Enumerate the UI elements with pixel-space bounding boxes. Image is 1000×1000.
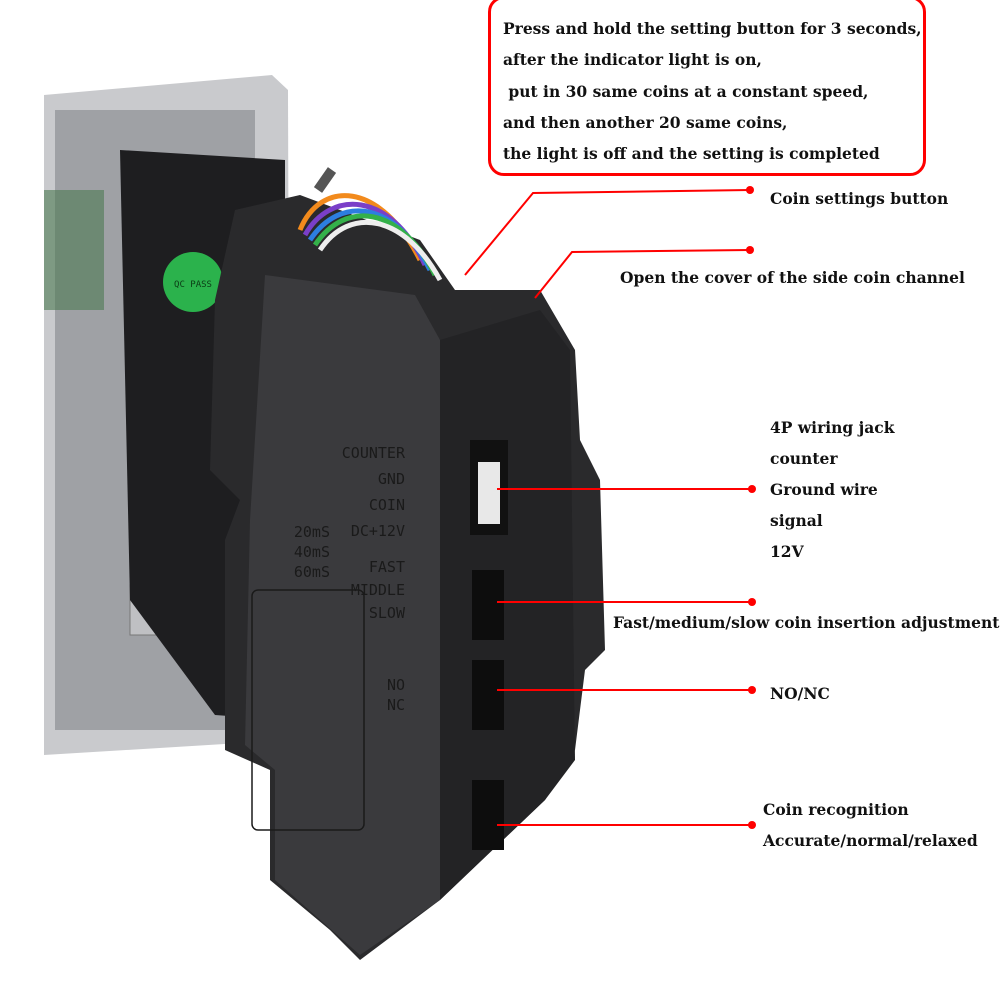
instruction-line: after the indicator light is on, [503,50,762,70]
marking-counter: COUNTER [342,444,406,462]
recognition-modes: Accurate/normal/relaxed [763,831,978,850]
label-no-nc: NO/NC [770,684,830,703]
qc-pass-text: QC PASS [174,280,212,290]
device-markings: COUNTER GND COIN DC+12V 20mS 40mS 60mS F… [251,444,406,831]
no-nc-switch [472,660,504,730]
marking-slow: SLOW [369,604,406,622]
callout-dots [746,186,756,829]
label-coin-settings-button: Coin settings button [770,189,949,208]
marking-nc: NC [387,696,405,714]
recognition-title: Coin recognition [763,800,909,819]
label-wiring: 4P wiring jack counter Ground wire signa… [770,412,894,567]
instruction-line: Press and hold the setting button for 3 … [503,19,922,38]
speed-switch [472,570,504,640]
wiring-jack-label: 4P wiring jack [770,418,895,437]
marking-coin: COIN [369,496,405,514]
line-side-cover [534,249,751,299]
marking-60ms: 60mS [294,563,330,581]
callout-lines [464,189,752,826]
bezel-green-panel [44,190,104,310]
instruction-box: Press and hold the setting button for 3 … [488,0,926,176]
marking-20ms: 20mS [294,523,330,541]
marking-no: NO [387,676,405,694]
line-settings-button [464,189,751,276]
wiring-12v-label: 12V [770,542,804,561]
label-speed-adjustment: Fast/medium/slow coin insertion adjustme… [613,613,1000,632]
label-side-cover: Open the cover of the side coin channel [620,268,965,287]
instruction-line: put in 30 same coins at a constant speed… [503,81,869,101]
marking-gnd: GND [378,470,405,488]
wire-bundle [297,167,443,282]
device-front-face [245,275,440,955]
marking-dc12v: DC+12V [351,522,405,540]
qc-pass-sticker [163,252,223,312]
instruction-line: the light is off and the setting is comp… [503,144,880,164]
label-coin-recognition: Coin recognition Accurate/normal/relaxed [763,794,978,856]
4p-jack-connector [478,462,500,524]
wiring-ground-label: Ground wire [770,480,878,499]
device-side-face [440,310,575,900]
warning-label-outline [251,589,365,831]
wiring-signal-label: signal [770,511,823,530]
recognition-switch [472,780,504,850]
marking-40ms: 40mS [294,543,330,561]
instruction-line: and then another 20 same coins, [503,112,788,132]
wiring-counter-label: counter [770,449,838,468]
marking-fast: FAST [369,558,405,576]
